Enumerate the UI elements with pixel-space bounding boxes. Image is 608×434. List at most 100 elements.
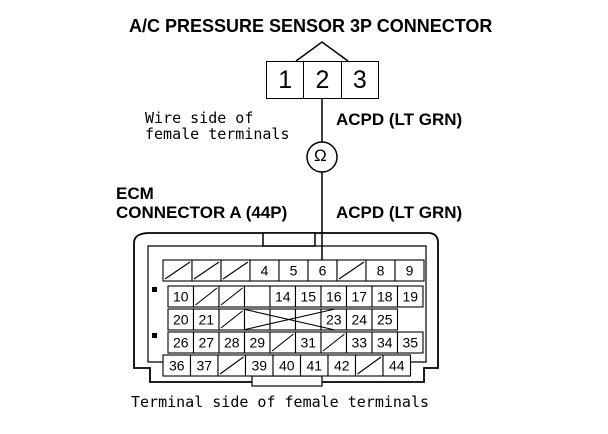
ecm-terminal-blank <box>243 285 271 308</box>
ecm-housing-outer <box>133 232 439 383</box>
ecm-terminal: 10 <box>167 285 195 308</box>
ecm-terminal-unused <box>217 354 247 377</box>
svg-text:28: 28 <box>224 335 240 351</box>
ecm-terminal: 14 <box>269 285 297 308</box>
svg-text:40: 40 <box>279 358 295 374</box>
ecm-terminal-blank <box>269 308 297 331</box>
svg-text:34: 34 <box>377 335 393 351</box>
acpd-label-top: ACPD (LT GRN) <box>336 110 463 129</box>
ecm-terminal: 8 <box>365 259 396 282</box>
ecm-terminal: 17 <box>345 285 373 308</box>
ecm-terminal-unused <box>269 331 297 354</box>
ecm-terminal: 21 <box>192 308 220 331</box>
top-connector-pins: 1 2 3 <box>266 61 379 99</box>
svg-text:29: 29 <box>249 335 265 351</box>
svg-text:20: 20 <box>173 312 189 328</box>
ecm-terminal: 16 <box>320 285 348 308</box>
ecm-terminal: 36 <box>162 354 192 377</box>
top-connector-title: A/C PRESSURE SENSOR 3P CONNECTOR <box>129 16 493 36</box>
ecm-latch <box>262 232 316 247</box>
ecm-terminal: 41 <box>299 354 329 377</box>
svg-text:8: 8 <box>377 263 385 279</box>
svg-text:24: 24 <box>351 312 367 328</box>
wire-side-label-2: female terminals <box>145 125 290 143</box>
ecm-terminal: 37 <box>189 354 219 377</box>
ecm-terminal: 33 <box>345 331 373 354</box>
svg-text:33: 33 <box>351 335 367 351</box>
svg-text:26: 26 <box>173 335 189 351</box>
ecm-terminal-unused <box>162 259 193 282</box>
svg-text:4: 4 <box>261 263 269 279</box>
ecm-terminal-unused <box>336 259 367 282</box>
connector-roof <box>295 41 349 62</box>
ecm-label-1: ECM <box>116 184 154 203</box>
acpd-label-bottom: ACPD (LT GRN) <box>336 203 463 222</box>
svg-text:15: 15 <box>300 289 316 305</box>
svg-text:25: 25 <box>377 312 393 328</box>
pin-1: 1 <box>266 61 304 99</box>
ecm-terminal-unused <box>354 354 384 377</box>
ecm-label-2: CONNECTOR A (44P) <box>116 203 288 222</box>
ecm-terminal: 42 <box>327 354 357 377</box>
pin-3: 3 <box>340 61 379 99</box>
ecm-terminal: 44 <box>382 354 412 377</box>
svg-text:16: 16 <box>326 289 342 305</box>
svg-text:31: 31 <box>300 335 316 351</box>
svg-text:39: 39 <box>251 358 267 374</box>
svg-text:37: 37 <box>196 358 212 374</box>
ecm-terminal: 24 <box>345 308 373 331</box>
ecm-terminal: 5 <box>278 259 309 282</box>
svg-text:21: 21 <box>198 312 214 328</box>
ecm-terminal: 6 <box>307 259 338 282</box>
svg-text:17: 17 <box>351 289 367 305</box>
ecm-terminal: 15 <box>294 285 322 308</box>
ecm-terminal-unused <box>192 285 220 308</box>
svg-text:35: 35 <box>402 335 418 351</box>
ecm-terminal: 23 <box>320 308 348 331</box>
svg-text:36: 36 <box>169 358 185 374</box>
svg-text:41: 41 <box>306 358 322 374</box>
svg-text:9: 9 <box>406 263 414 279</box>
ecm-terminal: 18 <box>371 285 399 308</box>
pin-2: 2 <box>303 61 341 99</box>
ecm-terminal: 39 <box>244 354 274 377</box>
side-mark-left-2 <box>152 333 157 338</box>
ecm-terminal: 20 <box>167 308 195 331</box>
ecm-terminal-unused <box>220 259 251 282</box>
ecm-terminal: 26 <box>167 331 195 354</box>
ecm-terminal: 4 <box>249 259 280 282</box>
wire-side-label-1: Wire side of <box>145 109 254 127</box>
ecm-terminal-unused <box>218 285 246 308</box>
svg-text:6: 6 <box>319 263 327 279</box>
ecm-terminal: 9 <box>394 259 425 282</box>
ecm-terminal-unused <box>320 331 348 354</box>
ecm-terminal-unused <box>218 308 246 331</box>
ohmmeter-circle <box>306 141 338 173</box>
ecm-terminal: 27 <box>192 331 220 354</box>
svg-text:27: 27 <box>198 335 214 351</box>
svg-text:19: 19 <box>402 289 418 305</box>
ecm-key <box>251 375 323 387</box>
svg-text:14: 14 <box>275 289 291 305</box>
ecm-terminal: 25 <box>371 308 399 331</box>
ecm-terminal-blank <box>294 308 322 331</box>
svg-text:10: 10 <box>173 289 189 305</box>
ecm-blank-cross-2 <box>242 308 336 331</box>
ecm-terminal: 40 <box>272 354 302 377</box>
ecm-terminal-unused <box>191 259 222 282</box>
ecm-terminal: 31 <box>294 331 322 354</box>
ecm-terminal: 28 <box>218 331 246 354</box>
svg-text:44: 44 <box>389 358 405 374</box>
svg-text:23: 23 <box>326 312 342 328</box>
svg-text:42: 42 <box>334 358 350 374</box>
ecm-terminal: 19 <box>396 285 424 308</box>
ecm-housing-inner <box>147 245 427 363</box>
svg-text:18: 18 <box>377 289 393 305</box>
ohm-symbol: Ω <box>314 146 327 165</box>
ecm-terminal: 34 <box>371 331 399 354</box>
ecm-terminal-grid: 4 5 6 8 9 10 14 15 16 17 18 19 20 21 23 24 25 26 27 28 29 31 3… <box>162 259 425 377</box>
terminal-side-label: Terminal side of female terminals <box>131 393 430 411</box>
svg-text:5: 5 <box>290 263 298 279</box>
